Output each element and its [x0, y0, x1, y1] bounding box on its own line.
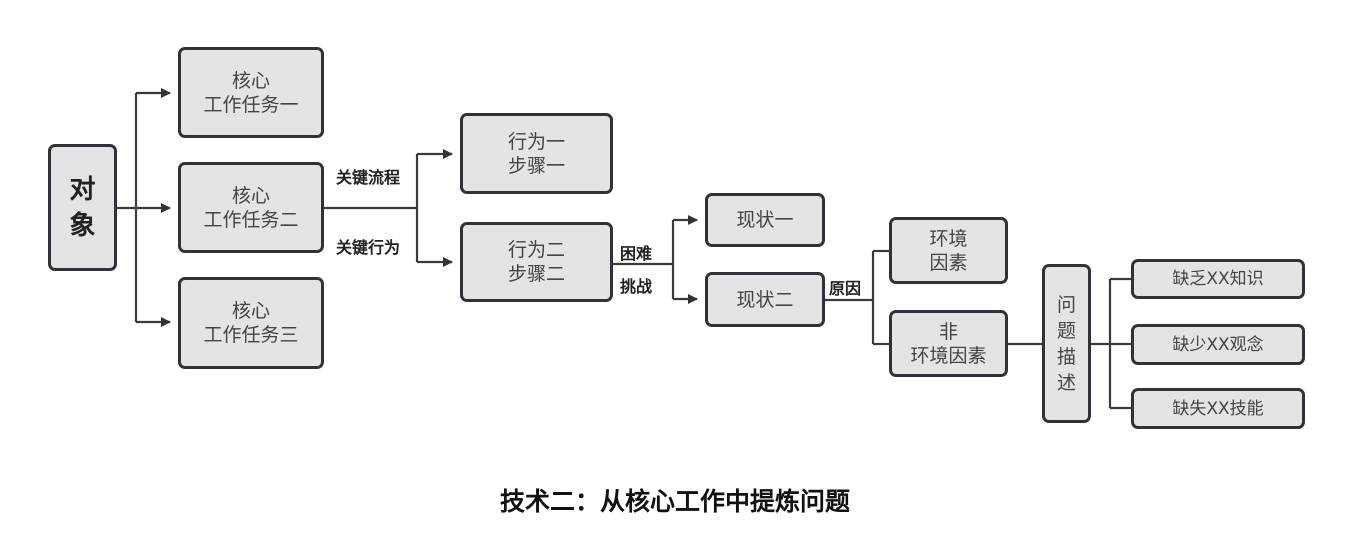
node-status2-label: 现状二 — [736, 288, 794, 311]
node-behavior1-label: 行为一 步骤一 — [507, 130, 565, 177]
node-task3: 核心 工作任务三 — [178, 277, 324, 369]
node-lack-knowledge-label: 缺乏XX知识 — [1172, 269, 1264, 289]
node-behavior2-label: 行为二 步骤二 — [507, 239, 565, 285]
node-task1: 核心 工作任务一 — [178, 47, 324, 138]
node-task2: 核心 工作任务二 — [178, 162, 324, 253]
node-non-env-label: 非 环境因素 — [910, 320, 987, 367]
node-status2: 现状二 — [705, 272, 825, 327]
node-env-label: 环境 因素 — [929, 227, 968, 274]
node-object-label: 对 象 — [69, 174, 96, 241]
node-object: 对 象 — [48, 144, 117, 271]
label-key-process: 关键流程 — [336, 168, 401, 187]
node-problem: 问 题 描 述 — [1042, 264, 1091, 423]
node-lack-skill-label: 缺失XX技能 — [1172, 398, 1264, 419]
node-status1: 现状一 — [705, 193, 825, 247]
node-lack-knowledge: 缺乏XX知识 — [1131, 259, 1305, 299]
node-task2-label: 核心 工作任务二 — [203, 184, 299, 231]
node-env: 环境 因素 — [889, 217, 1008, 284]
diagram-caption: 技术二：从核心工作中提炼问题 — [499, 487, 850, 516]
node-status1-label: 现状一 — [736, 209, 794, 231]
node-behavior1: 行为一 步骤一 — [460, 113, 613, 194]
node-problem-label: 问 题 描 述 — [1056, 293, 1076, 394]
node-task3-label: 核心 工作任务三 — [203, 300, 299, 346]
node-non-env: 非 环境因素 — [889, 310, 1008, 377]
node-behavior2: 行为二 步骤二 — [460, 222, 613, 302]
node-lack-concept-label: 缺少XX观念 — [1172, 334, 1264, 355]
label-cause: 原因 — [829, 279, 862, 298]
label-difficulty: 困难 — [620, 244, 653, 263]
label-key-behavior: 关键行为 — [336, 238, 401, 257]
node-lack-concept: 缺少XX观念 — [1131, 324, 1305, 365]
node-task1-label: 核心 工作任务一 — [203, 69, 299, 116]
label-challenge: 挑战 — [620, 277, 653, 296]
node-lack-skill: 缺失XX技能 — [1131, 388, 1305, 429]
